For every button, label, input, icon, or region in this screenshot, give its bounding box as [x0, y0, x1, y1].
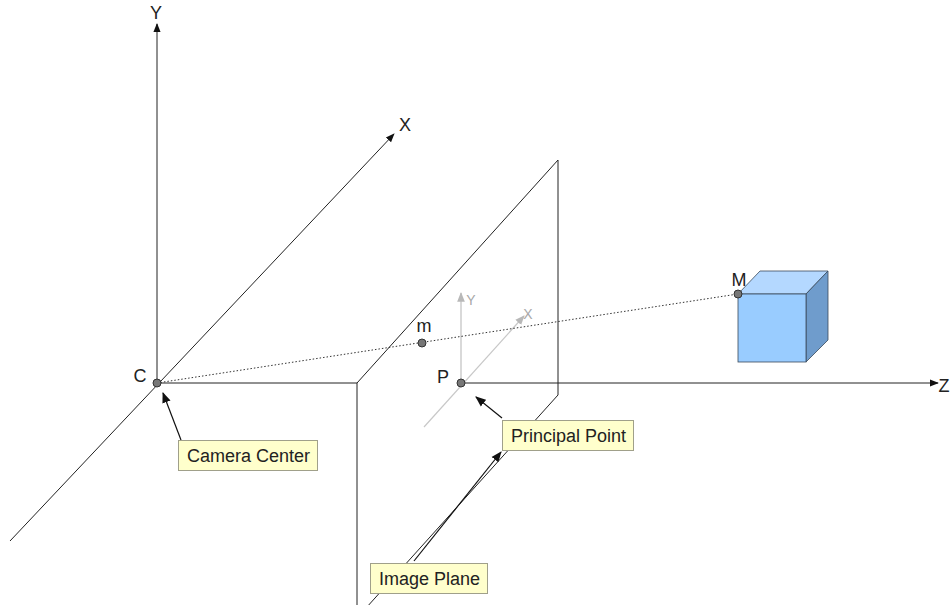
- cube-front: [738, 294, 806, 362]
- point-label: Z: [939, 377, 950, 395]
- point-label: P: [437, 368, 449, 386]
- z-axis: [157, 383, 357, 384]
- point-label: Y: [466, 293, 475, 307]
- point-label: C: [134, 367, 147, 385]
- x-axis: [10, 134, 394, 541]
- callout-box: Principal Point: [502, 420, 634, 451]
- callout-text: Camera Center: [187, 446, 317, 467]
- point-dot: [418, 339, 426, 347]
- point-dot: [153, 379, 161, 387]
- callout-text: Image Plane: [379, 569, 487, 590]
- leader-line: [414, 452, 501, 561]
- callout-text: Principal Point: [511, 426, 633, 447]
- image-x-axis: [424, 316, 524, 427]
- point-label: Y: [150, 4, 162, 22]
- point-dot: [734, 290, 742, 298]
- leader-line: [163, 393, 181, 440]
- callout-box: Camera Center: [178, 440, 318, 471]
- point-label: X: [399, 116, 411, 134]
- leader-line: [476, 397, 502, 418]
- callout-box: Image Plane: [370, 563, 488, 594]
- image-y-axis: [460, 293, 461, 383]
- cube-side: [806, 271, 828, 362]
- point-label: M: [732, 271, 747, 289]
- y-axis: [157, 24, 158, 383]
- point-label: m: [417, 317, 432, 335]
- point-label: X: [523, 307, 532, 321]
- z-axis: [461, 383, 938, 384]
- point-dot: [457, 379, 465, 387]
